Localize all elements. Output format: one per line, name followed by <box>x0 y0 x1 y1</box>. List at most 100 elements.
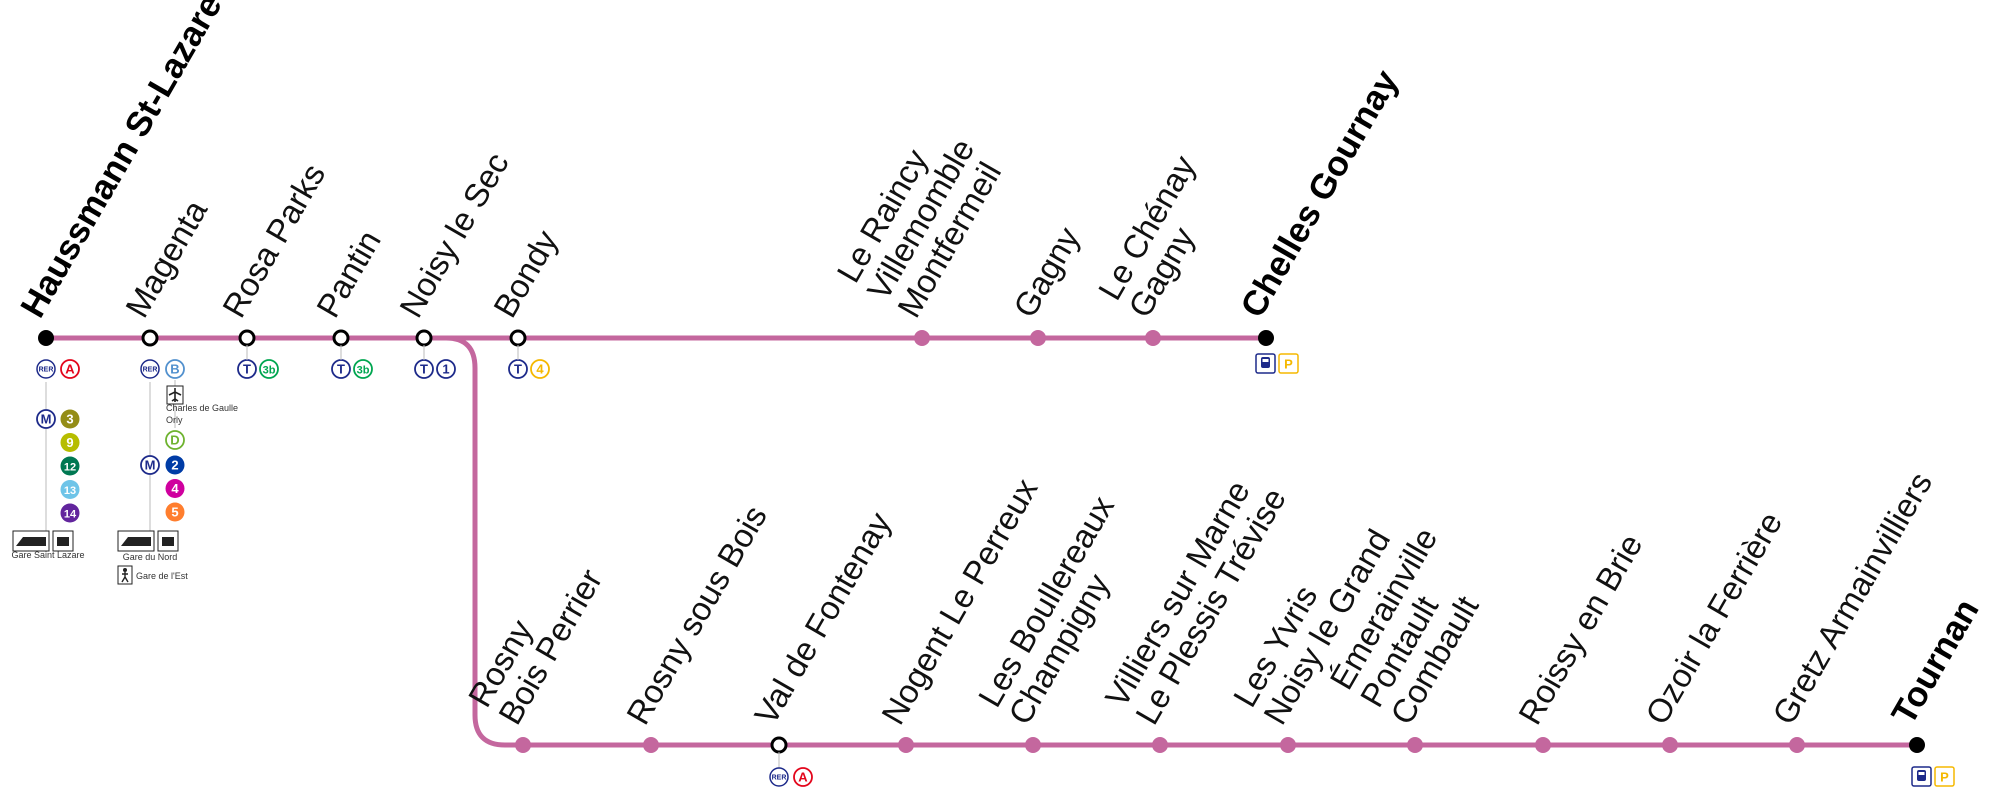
bus-icon-body <box>1261 357 1270 368</box>
metro-line-12-icon-label: 12 <box>64 462 76 474</box>
train-icon-body <box>16 537 46 546</box>
tram-line-label: 3b <box>263 365 276 377</box>
interchange-marker-bondy <box>509 329 527 347</box>
train-icon <box>12 530 74 552</box>
metro-line-2-icon <box>165 455 185 475</box>
interchange-marker-rosa-parks <box>238 329 256 347</box>
parking-icon-label: P <box>1284 357 1293 372</box>
station-label-line: Chelles Gournay <box>1233 63 1406 324</box>
rer-icon <box>140 359 160 379</box>
parking-icon-frame <box>1934 766 1955 787</box>
station-label-line: Gagny <box>1006 220 1087 323</box>
metro-line-5-icon-label: 5 <box>171 505 178 520</box>
metro-line-13-icon <box>60 480 80 499</box>
station-label-tournan: Tournan <box>1884 593 1986 731</box>
metro-icon <box>36 409 56 429</box>
rer-b-icon <box>165 359 185 379</box>
rer-a-icon-label: A <box>65 362 75 377</box>
lower-track <box>445 335 1917 748</box>
station-label-chelles-gournay: Chelles Gournay <box>1233 63 1406 324</box>
stop-marker-roissy-en-brie <box>1535 737 1551 753</box>
station-caption: Gare Saint Lazare <box>11 550 84 560</box>
interchange-marker-pantin <box>332 329 350 347</box>
metro-line-13-icon-label: 13 <box>64 485 76 497</box>
station-label-line: Rosny sous Bois <box>619 499 774 730</box>
stop-marker-les-boullereaux-champigny <box>1025 737 1041 753</box>
station-label-gagny: Gagny <box>1006 220 1087 323</box>
station-label-line: Ozoir la Ferrière <box>1638 506 1789 731</box>
tram-line-label: 4 <box>536 362 544 377</box>
station-label-line: Bondy <box>486 224 565 324</box>
terminus-marker-chelles-gournay <box>1258 330 1274 346</box>
parking-icon-frame <box>1278 353 1299 374</box>
airport-icon <box>166 385 184 405</box>
stop-marker-rosny-sous-bois <box>643 737 659 753</box>
metro-line-3-icon-label: 3 <box>66 412 73 427</box>
station-label-line: Tournan <box>1884 593 1986 731</box>
parking-icon: P <box>1278 353 1299 374</box>
metro-line-4-icon-label: 4 <box>171 481 179 496</box>
rer-icon <box>769 767 789 787</box>
rer-a-icon <box>60 359 80 379</box>
parking-icon: P <box>1934 766 1955 787</box>
metro-line-4-icon <box>165 479 185 498</box>
bus-icon <box>1911 766 1932 787</box>
station-label-pantin: Pantin <box>309 224 388 324</box>
station-label-ozoir-la-ferriere: Ozoir la Ferrière <box>1638 506 1789 731</box>
station-label-line: Haussmann St-Lazare <box>13 0 230 324</box>
rer-d-icon <box>165 430 185 450</box>
rer-d-icon-label: D <box>170 433 179 448</box>
metro-line-5-icon <box>165 502 185 522</box>
metro-icon-label: M <box>41 412 52 427</box>
terminus-marker-tournan <box>1909 737 1925 753</box>
stop-marker-gretz-armainvilliers <box>1789 737 1805 753</box>
stop-marker-gagny <box>1030 330 1046 346</box>
stop-marker-emerainville-pontault-combault <box>1407 737 1423 753</box>
interchange-marker-val-de-fontenay <box>770 736 788 754</box>
station-label-val-de-fontenay: Val de Fontenay <box>747 506 898 731</box>
stop-marker-nogent-le-perreux <box>898 737 914 753</box>
metro-line-14-icon <box>60 503 80 523</box>
metro-line-9-icon-label: 9 <box>66 435 73 450</box>
station-label-line: Magenta <box>118 193 215 323</box>
rer-label: RER <box>772 775 787 782</box>
airport-caption: Charles de Gaulle <box>166 403 238 413</box>
station-label-line: Roissy en Brie <box>1511 528 1649 731</box>
bus-icon-window <box>1262 359 1269 362</box>
ticket-icon-body <box>57 537 69 546</box>
metro-line-3-icon <box>60 409 80 429</box>
tram-line-3b-icon <box>353 359 373 379</box>
rer-icon <box>36 359 56 379</box>
ticket-icon-body <box>162 537 174 546</box>
tram-line-label: 3b <box>357 365 370 377</box>
interchange-marker-noisy-le-sec <box>415 329 433 347</box>
metro-icon <box>140 455 160 475</box>
train-icon-body <box>121 537 151 546</box>
bus-icon-body <box>1917 770 1926 781</box>
metro-line-9-icon <box>60 433 80 452</box>
station-label-roissy-en-brie: Roissy en Brie <box>1511 528 1649 731</box>
station-label-line: Pantin <box>309 224 388 324</box>
rer-label: RER <box>39 367 54 374</box>
stop-marker-rosny-bois-perrier <box>515 737 531 753</box>
tram-icon-label: T <box>420 362 428 377</box>
stop-marker-les-yvris-noisy-le-grand <box>1280 737 1296 753</box>
tram-icon-label: T <box>514 362 522 377</box>
stop-marker-villiers-sur-marne-le-plessis-trevise <box>1152 737 1168 753</box>
stop-marker-le-raincy-villemomble-montfermeil <box>914 330 930 346</box>
walk-caption: Gare de l'Est <box>136 571 188 581</box>
station-label-rosny-sous-bois: Rosny sous Bois <box>619 499 774 730</box>
rer-a-icon-label: A <box>798 770 808 785</box>
airport-caption: Orly <box>166 415 183 425</box>
tram-icon-label: T <box>337 362 345 377</box>
station-label-bondy: Bondy <box>486 224 565 324</box>
station-label-le-raincy-villemomble-montfermeil: Le RaincyVillemombleMontfermeil <box>829 115 1011 324</box>
tram-line-3b-icon <box>259 359 279 379</box>
bus-icon <box>1255 353 1276 374</box>
stop-marker-ozoir-la-ferriere <box>1662 737 1678 753</box>
station-caption: Gare du Nord <box>123 552 178 562</box>
tram-icon-label: T <box>243 362 251 377</box>
